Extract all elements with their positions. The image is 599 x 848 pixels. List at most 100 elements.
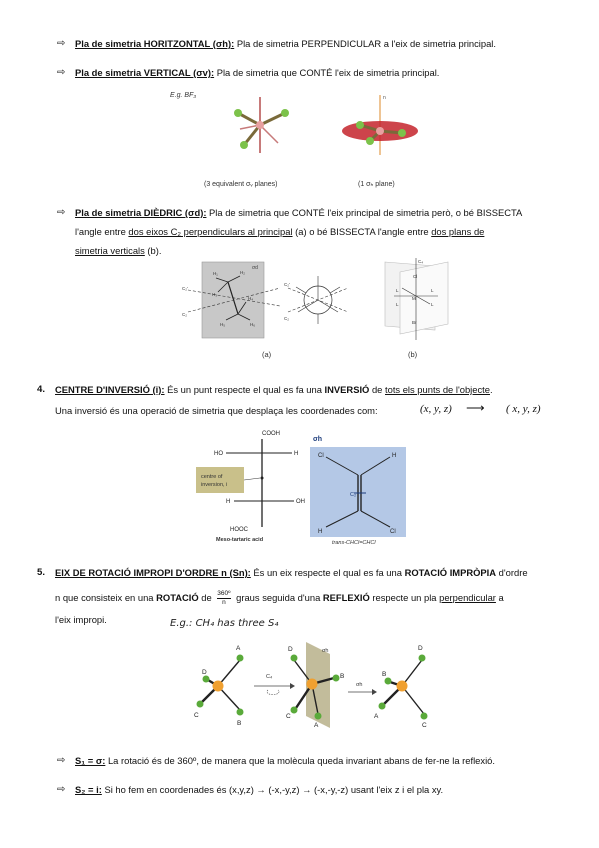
ligand-atom (236, 654, 244, 662)
fluorine-atom (281, 109, 289, 117)
s2-text: Si ho fem en coordenades és (x,y,z) → (-… (101, 784, 444, 795)
atom-label-c-2: C (286, 713, 291, 720)
ligand-atom (314, 712, 322, 720)
inversion-figure-svg: COOH HO H H OH HOOC centre of inversion,… (196, 431, 406, 546)
label-l1: L (396, 288, 399, 293)
bf3-left-molecule (234, 97, 289, 153)
fluorine-atom (240, 141, 248, 149)
section-5-title: EIX DE ROTACIÓ IMPROPI D'ORDRE n (Sn): (55, 567, 251, 578)
section-5-text-2e: REFLEXIÓ (322, 591, 370, 603)
atom-label-b-2: B (340, 673, 344, 680)
h-label-2: H (226, 499, 230, 505)
s1-text: La rotació és de 360º, de manera que la … (105, 755, 495, 766)
ligand-atom (290, 654, 298, 662)
dihedral-plane-line-2: l'angle entre dos eixos C₂ perpendicular… (75, 225, 484, 238)
s2-title: S₂ = i: (75, 784, 102, 795)
ligand-atom (202, 675, 210, 683)
section-4-title: CENTRE D'INVERSIÓ (i): (55, 384, 165, 395)
s2-line: S₂ = i: Si ho fem en coordenades és (x,y… (75, 783, 443, 796)
atom-label-b-3: B (382, 671, 386, 678)
label-h3: H₃ (212, 292, 217, 297)
label-br: Br (412, 320, 417, 325)
centre-of-inversion-box (196, 467, 244, 493)
s1-line: S₁ = σ: La rotació és de 360º, de manera… (75, 754, 495, 767)
caption-trans: trans-CHCl=CHCl (332, 540, 376, 546)
inversion-math-left: (x, y, z) (420, 403, 452, 415)
dihedral-text-2c: (a) o bé BISSECTA l'angle entre (292, 226, 432, 237)
section-5-text-1a: És un eix respecte el qual es fa una (250, 567, 405, 578)
label-h2: H₂ (240, 270, 245, 275)
sigma-d-label: σd (252, 265, 258, 271)
cl-label-1: Cl (318, 453, 324, 459)
atom-label-a: A (236, 645, 241, 652)
bf3-caption-right: (1 σₕ plane) (358, 181, 395, 188)
inversion-figure: COOH HO H H OH HOOC centre of inversion,… (196, 423, 408, 547)
label-c4: C₄ (418, 259, 423, 264)
cooh-label: COOH (262, 431, 280, 437)
label-l2: L (431, 288, 434, 293)
vertical-plane-title: Pla de simetria VERTICAL (σv): (75, 67, 215, 78)
fluorine-atom (356, 121, 364, 129)
rotation-label: C₄ (266, 674, 273, 680)
bf3-right-molecule: n (342, 95, 418, 155)
dihedral-plane-line-3: simetria verticals (b). (75, 244, 161, 257)
ho-label: HO (214, 451, 223, 457)
atom-label-b: B (237, 720, 241, 727)
sigma-h-label: σh (313, 436, 322, 443)
section-5-text-2f: respecte un pla (369, 591, 440, 603)
section-5-text-1b: ROTACIÓ IMPRÒPIA (404, 567, 497, 578)
center-atom (306, 678, 318, 690)
dihedral-text-2a: l'angle entre (75, 226, 129, 237)
dihedral-figure: σd C₂' C₂ H₁ H₂ H₃ H₄ H₅ H₆ C₂' C₂ (a) (180, 258, 480, 362)
section-5-line-1: EIX DE ROTACIÓ IMPROPI D'ORDRE n (Sn): É… (55, 566, 528, 579)
bullet-arrow-icon: ⇨ (57, 755, 66, 766)
horizontal-plane-line: Pla de simetria HORITZONTAL (σh): Pla de… (75, 37, 496, 50)
fluorine-atom (366, 137, 374, 145)
improper-rotation-figure: A B D C C₄ σh D B C A σh (178, 638, 450, 730)
bf3-caption-left: (3 equivalent σᵥ planes) (204, 181, 278, 188)
section-5-text-2b: ROTACIÓ (156, 591, 199, 603)
hooc-label: HOOC (230, 527, 249, 533)
section-5-text-2d: graus seguida d'una (233, 591, 323, 603)
atom-label-a-3: A (374, 713, 379, 720)
ligand-atom (290, 706, 298, 714)
fluorine-atom (398, 129, 406, 137)
label-b: (b) (408, 350, 418, 359)
fraction-denominator: n (222, 599, 226, 606)
atom-label-c: C (194, 712, 199, 719)
label-c2p: C₂' (182, 286, 188, 291)
centre-of-inversion-label-2: inversion, i (201, 482, 227, 488)
ligand-atom (236, 708, 244, 716)
sigma-h-label-fig: σh (322, 648, 328, 654)
label-c2: C₂ (182, 312, 187, 317)
improper-rotation-svg: A B D C C₄ σh D B C A σh (194, 642, 428, 729)
bf3-eg-label: E.g. BF₃ (170, 92, 196, 99)
section-5-text-2h: a (495, 591, 504, 603)
ligand-atom (420, 712, 428, 720)
section-5-text-1c: d'ordre (496, 567, 528, 578)
section-4-line-2: Una inversió és una operació de simetria… (55, 404, 378, 417)
section-4-text-1e: . (489, 384, 493, 395)
ch4-example: E.g.: CH₄ has three S₄ (170, 618, 279, 629)
label-cl: Cl (413, 274, 417, 279)
dihedral-figure-svg: σd C₂' C₂ H₁ H₂ H₃ H₄ H₅ H₆ C₂' C₂ (a) (182, 258, 449, 359)
bullet-arrow-icon: ⇨ (57, 38, 66, 49)
dihedral-text-1: Pla de simetria que CONTÉ l'eix principa… (206, 207, 523, 218)
sigma-h-plane (306, 642, 330, 728)
section-4-text-1a: És un punt respecte el qual es fa una (164, 384, 325, 395)
label-l3: L (396, 302, 399, 307)
dihedral-text-3b: (b). (144, 245, 162, 256)
section-4-text-1b: INVERSIÓ (324, 384, 370, 395)
ligand-atom (418, 654, 426, 662)
section-4-text-1c: de (369, 384, 385, 395)
label-h1: H₁ (213, 271, 218, 276)
vertical-plane-text: Pla de simetria que CONTÉ l'eix de simet… (214, 67, 440, 78)
s1-title: S₁ = σ: (75, 755, 106, 766)
center-atom (212, 680, 224, 692)
section-5-line-3: l'eix impropi. (55, 613, 107, 626)
center-atom (396, 680, 408, 692)
bullet-arrow-icon: ⇨ (57, 784, 66, 795)
dihedral-plane-line-1: Pla de simetria DIÈDRIC (σd): Pla de sim… (75, 206, 522, 219)
h-label-1: H (294, 451, 298, 457)
h-label-3: H (392, 453, 396, 459)
